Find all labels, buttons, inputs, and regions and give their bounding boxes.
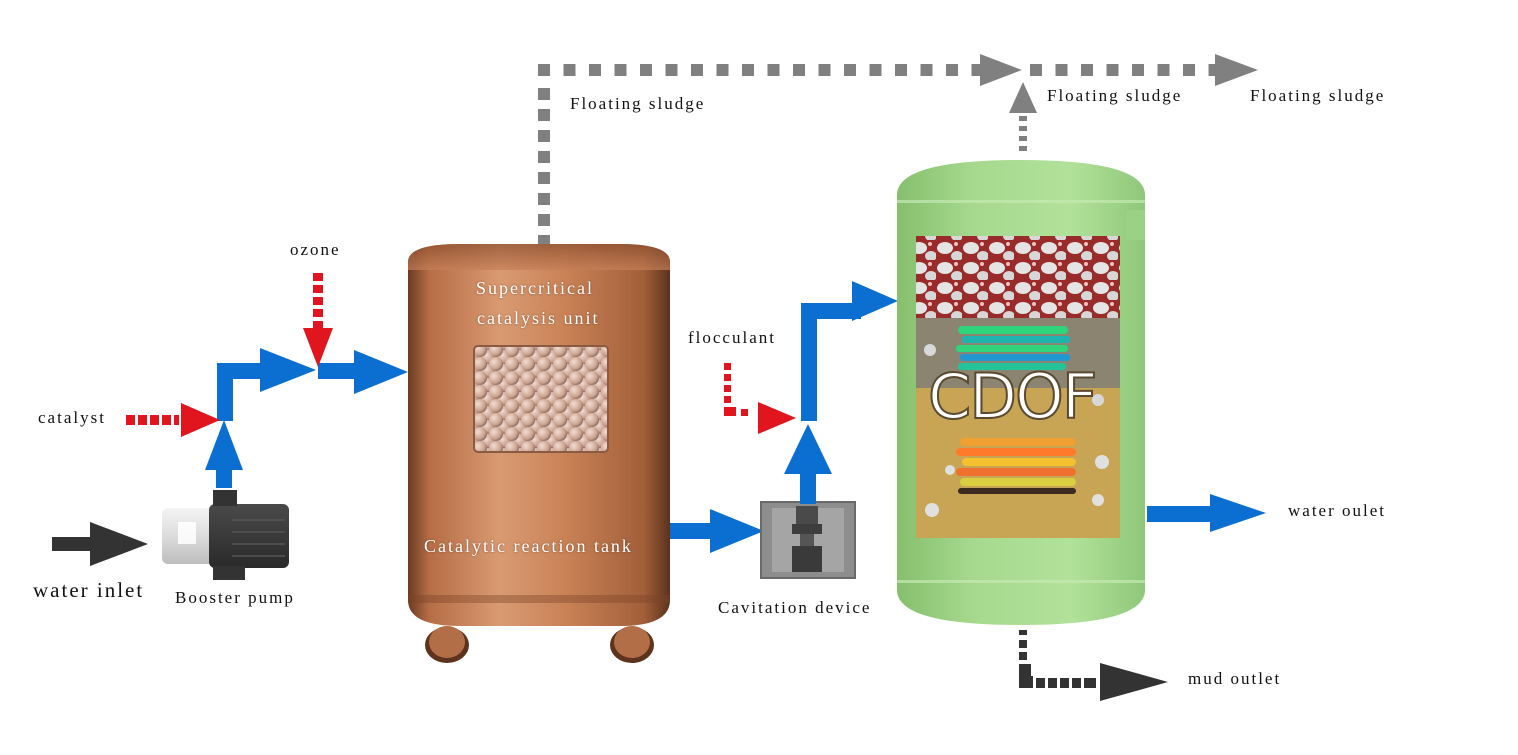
catalyst-label: catalyst <box>38 408 106 427</box>
supercritical-unit-label-2: catalysis unit <box>477 308 600 328</box>
floating-sludge-up-arrowhead <box>1009 82 1037 113</box>
sludge-dash <box>538 130 550 142</box>
ozone-arrowhead <box>303 328 333 367</box>
water-flow-pump-to-tank <box>205 348 408 488</box>
sludge-dash <box>869 64 882 76</box>
sludge-dash <box>793 64 805 76</box>
reaction-tank-label: Catalytic reaction tank <box>424 536 633 556</box>
sludge-dash <box>691 64 703 76</box>
sludge-dash <box>1132 64 1144 76</box>
ozone-dose-line <box>303 273 333 367</box>
sludge-dash <box>614 64 627 76</box>
floating-sludge-label-cdof: Floating sludge <box>1047 86 1183 105</box>
catalytic-reaction-tank <box>408 244 670 663</box>
sludge-dash <box>895 64 907 76</box>
sludge-dash <box>1019 116 1027 121</box>
water-outlet-label: water oulet <box>1288 501 1386 520</box>
mud-outlet-line <box>1019 630 1168 701</box>
sludge-dash <box>844 64 856 76</box>
graphene-layer-top <box>956 326 1070 370</box>
sludge-dash <box>1055 64 1068 76</box>
cdof-media-image <box>916 236 1120 538</box>
sludge-dash <box>538 151 550 163</box>
water-outlet-arrow <box>1147 494 1266 532</box>
cavitation-device <box>760 501 856 579</box>
floating-sludge-arrowhead-2 <box>1215 54 1258 86</box>
sludge-dash <box>589 64 601 76</box>
booster-pump-label: Booster pump <box>175 588 295 607</box>
sludge-dash <box>563 64 576 76</box>
sludge-dash <box>716 64 729 76</box>
water-flow-tank-to-cavitation <box>670 509 764 553</box>
sludge-dash <box>538 88 550 100</box>
sludge-dash <box>538 109 550 121</box>
graphene-layer-bottom <box>956 438 1076 494</box>
mud-outlet-label: mud outlet <box>1188 669 1282 688</box>
ozone-label: ozone <box>290 240 341 259</box>
catalyst-dose-line <box>126 403 220 437</box>
water-flow-cavitation-to-cdof <box>784 281 898 504</box>
sludge-dash <box>1019 126 1027 131</box>
sludge-dash <box>1183 64 1195 76</box>
supercritical-unit-label-1: Supercritical <box>476 278 594 298</box>
sludge-dash <box>767 64 780 76</box>
booster-pump <box>162 490 289 580</box>
flocculant-dose-line <box>724 363 796 434</box>
catalyst-arrowhead <box>181 403 220 437</box>
flocculant-label: flocculant <box>688 328 776 347</box>
cdof-label: CDOF <box>927 359 1098 434</box>
sludge-dash <box>538 214 550 226</box>
sludge-dash <box>1019 136 1027 141</box>
cavitation-device-label: Cavitation device <box>718 598 872 617</box>
sludge-dash <box>1081 64 1093 76</box>
sludge-dash <box>742 64 754 76</box>
catalyst-beads-window <box>473 345 609 453</box>
floating-sludge-label-final: Floating sludge <box>1250 86 1386 105</box>
sludge-dash <box>665 64 678 76</box>
floating-sludge-line-top <box>538 54 1258 247</box>
sludge-dash <box>640 64 652 76</box>
sludge-dash <box>1019 146 1027 151</box>
water-inlet-arrow <box>52 522 148 566</box>
sludge-dash <box>818 64 831 76</box>
sludge-dash <box>920 64 933 76</box>
sludge-dash <box>946 64 958 76</box>
floating-sludge-label-tank: Floating sludge <box>570 94 706 113</box>
sludge-dash <box>1030 64 1042 76</box>
sludge-dash <box>1157 64 1170 76</box>
water-inlet-label: water inlet <box>33 578 145 602</box>
mud-outlet-arrowhead <box>1100 663 1168 701</box>
sludge-dash <box>1106 64 1119 76</box>
sludge-dash <box>538 64 550 76</box>
floating-sludge-arrowhead-1 <box>980 54 1022 86</box>
sludge-dash <box>538 193 550 205</box>
flocculant-arrowhead <box>758 402 796 434</box>
sludge-dash <box>538 172 550 184</box>
cdof-tank <box>897 160 1145 625</box>
